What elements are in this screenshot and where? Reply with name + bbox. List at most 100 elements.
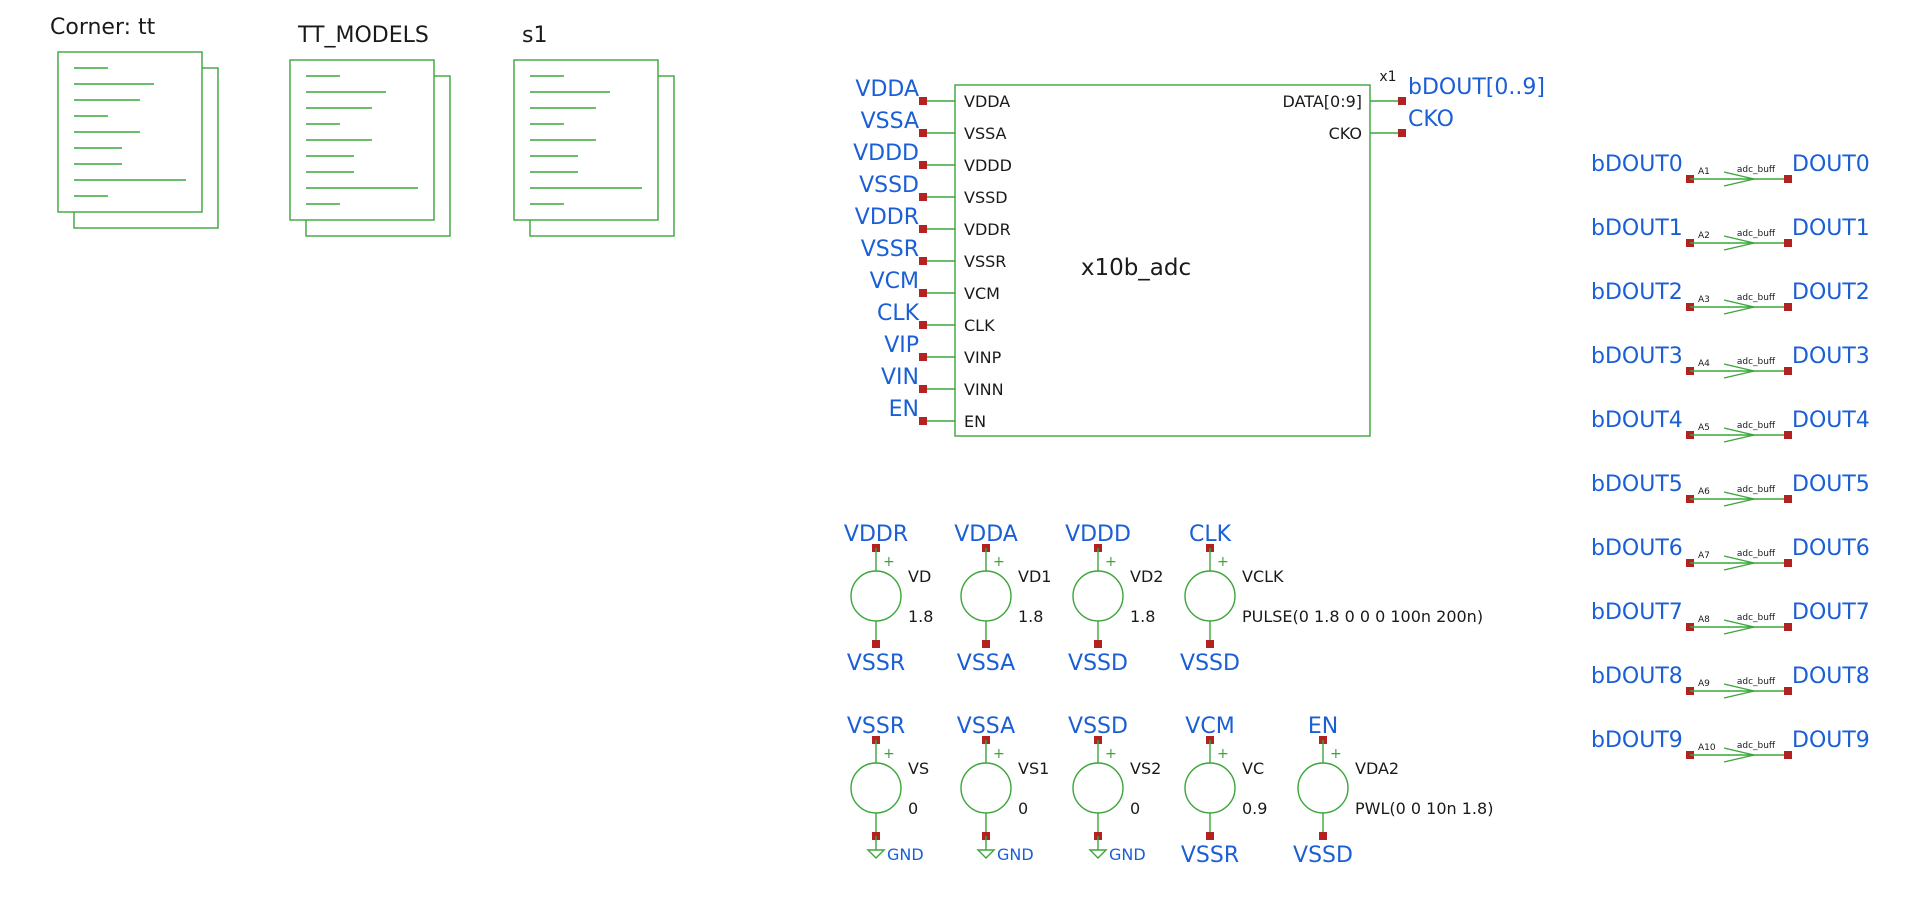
buffer-arrow-icon — [1723, 555, 1755, 571]
adc-pin-terminal[interactable] — [919, 385, 927, 393]
buffer-ref: A4 — [1698, 359, 1710, 369]
source-value: PULSE(0 1.8 0 0 0 100n 200n) — [1242, 607, 1483, 626]
adc-pin-terminal[interactable] — [919, 225, 927, 233]
net-label-gnd: GND — [997, 845, 1034, 864]
source-pin-bottom[interactable] — [1206, 832, 1214, 840]
source-value: 1.8 — [1130, 607, 1155, 626]
adc-pin-label: CLK — [964, 316, 995, 335]
net-label-vssa: VSSA — [957, 651, 1015, 676]
buffer-ref: A7 — [1698, 551, 1710, 561]
doc-tt-models[interactable]: TT_MODELS — [289, 23, 451, 237]
source-value: 0 — [1018, 799, 1028, 818]
net-label-bdout8: bDOUT8 — [1591, 664, 1683, 689]
buffer-pin-out[interactable] — [1784, 175, 1792, 183]
buffer-pin-out[interactable] — [1784, 751, 1792, 759]
adc-pin-terminal[interactable] — [919, 193, 927, 201]
source-name: VD1 — [1018, 567, 1051, 586]
buffer-ref: A6 — [1698, 487, 1710, 497]
adc-pin-terminal[interactable] — [919, 129, 927, 137]
source-pin-bottom[interactable] — [872, 640, 880, 648]
source-value: PWL(0 0 10n 1.8) — [1355, 799, 1493, 818]
net-label-bdout-0-9-: bDOUT[0..9] — [1408, 75, 1545, 100]
adc-pin-label: VINN — [964, 380, 1004, 399]
buffer-ref: A2 — [1698, 231, 1710, 241]
net-label-clk: CLK — [1189, 522, 1232, 547]
buffer-arrow-icon — [1723, 171, 1755, 187]
adc-pin-terminal[interactable] — [919, 417, 927, 425]
doc-text-lines — [306, 75, 418, 205]
buffer-pin-out[interactable] — [1784, 559, 1792, 567]
adc-pin-terminal[interactable] — [919, 161, 927, 169]
source-body — [850, 570, 902, 622]
adc-name: x10b_adc — [1081, 255, 1191, 281]
source-value: 0 — [1130, 799, 1140, 818]
buffer-pin-out[interactable] — [1784, 623, 1792, 631]
net-label-bdout7: bDOUT7 — [1591, 600, 1683, 625]
buffer-ref: A10 — [1698, 743, 1716, 753]
source-row-2: VSSR+VS0GNDVSSA+VS10GNDVSSD+VS20GNDVCM+V… — [847, 714, 1494, 868]
source-body — [960, 762, 1012, 814]
buffer-pin-out[interactable] — [1784, 431, 1792, 439]
source-pin-bottom[interactable] — [1206, 640, 1214, 648]
buffer-arrow-icon — [1723, 747, 1755, 763]
net-label-bdout1: bDOUT1 — [1591, 216, 1683, 241]
adc-pin-terminal[interactable] — [919, 289, 927, 297]
buffer-pin-out[interactable] — [1784, 367, 1792, 375]
source-pin-bottom[interactable] — [982, 640, 990, 648]
adc-pin-terminal[interactable] — [919, 321, 927, 329]
doc-title-s1: s1 — [522, 23, 547, 48]
plus-icon: + — [883, 746, 895, 762]
source-name: VS — [908, 759, 929, 778]
source-body — [1072, 570, 1124, 622]
buffer-arrow-icon — [1723, 363, 1755, 379]
source-name: VD — [908, 567, 931, 586]
doc-corner[interactable]: Corner: tt — [50, 15, 219, 229]
source-pin-bottom[interactable] — [1094, 640, 1102, 648]
net-label-dout1: DOUT1 — [1792, 216, 1870, 241]
net-label-vcm: VCM — [1185, 714, 1234, 739]
adc-pin-terminal[interactable] — [919, 353, 927, 361]
buffer-arrow-icon — [1723, 619, 1755, 635]
buffer-model: adc_buff — [1737, 229, 1776, 239]
plus-icon: + — [883, 554, 895, 570]
adc-pin-label: VDDD — [964, 156, 1012, 175]
buffer-pin-out[interactable] — [1784, 303, 1792, 311]
source-value: 0.9 — [1242, 799, 1267, 818]
source-body — [1072, 762, 1124, 814]
buffer-pin-out[interactable] — [1784, 687, 1792, 695]
doc-s1[interactable]: s1 — [513, 23, 675, 237]
source-value: 1.8 — [908, 607, 933, 626]
net-label-en: EN — [889, 397, 919, 422]
adc-pin-terminal[interactable] — [919, 97, 927, 105]
source-pin-bottom[interactable] — [1319, 832, 1327, 840]
buffer-pin-out[interactable] — [1784, 239, 1792, 247]
adc-pin-terminal[interactable] — [919, 257, 927, 265]
adc-pin-terminal[interactable] — [1398, 129, 1406, 137]
net-label-vddr: VDDR — [855, 205, 919, 230]
buffer-pin-out[interactable] — [1784, 495, 1792, 503]
buffer-ref: A1 — [1698, 167, 1710, 177]
adc-pin-terminal[interactable] — [1398, 97, 1406, 105]
